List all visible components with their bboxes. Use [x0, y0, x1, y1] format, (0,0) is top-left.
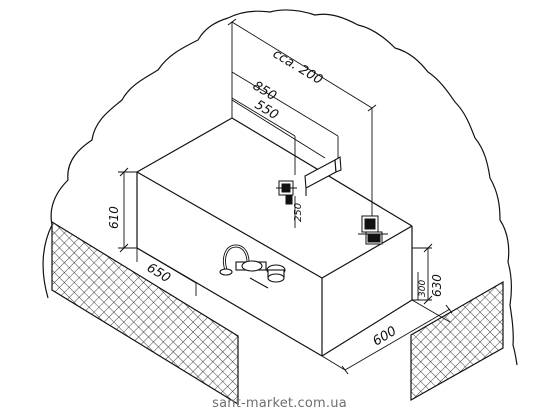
dim-550: 550: [252, 98, 281, 124]
dim-630: 630: [430, 274, 444, 297]
dimension-lines: [118, 21, 451, 371]
dim-300: 300: [418, 280, 428, 297]
dimension-ticks: [119, 18, 453, 375]
left-mesh-panel: [51, 220, 239, 406]
dim-610: 610: [107, 206, 121, 229]
dim-600: 600: [370, 324, 399, 350]
valve-box-right: [358, 215, 388, 245]
dim-cca-200: cca. 200: [270, 47, 325, 88]
waste-drain-set: [219, 244, 286, 289]
watermark: sant-market.com.ua: [212, 396, 347, 411]
valve-box-left: [276, 180, 297, 205]
wall-niche-outline: [42, 9, 518, 366]
dim-250: 250: [293, 203, 304, 222]
right-mesh-panel: [410, 280, 504, 402]
wall-spout: [304, 156, 342, 196]
